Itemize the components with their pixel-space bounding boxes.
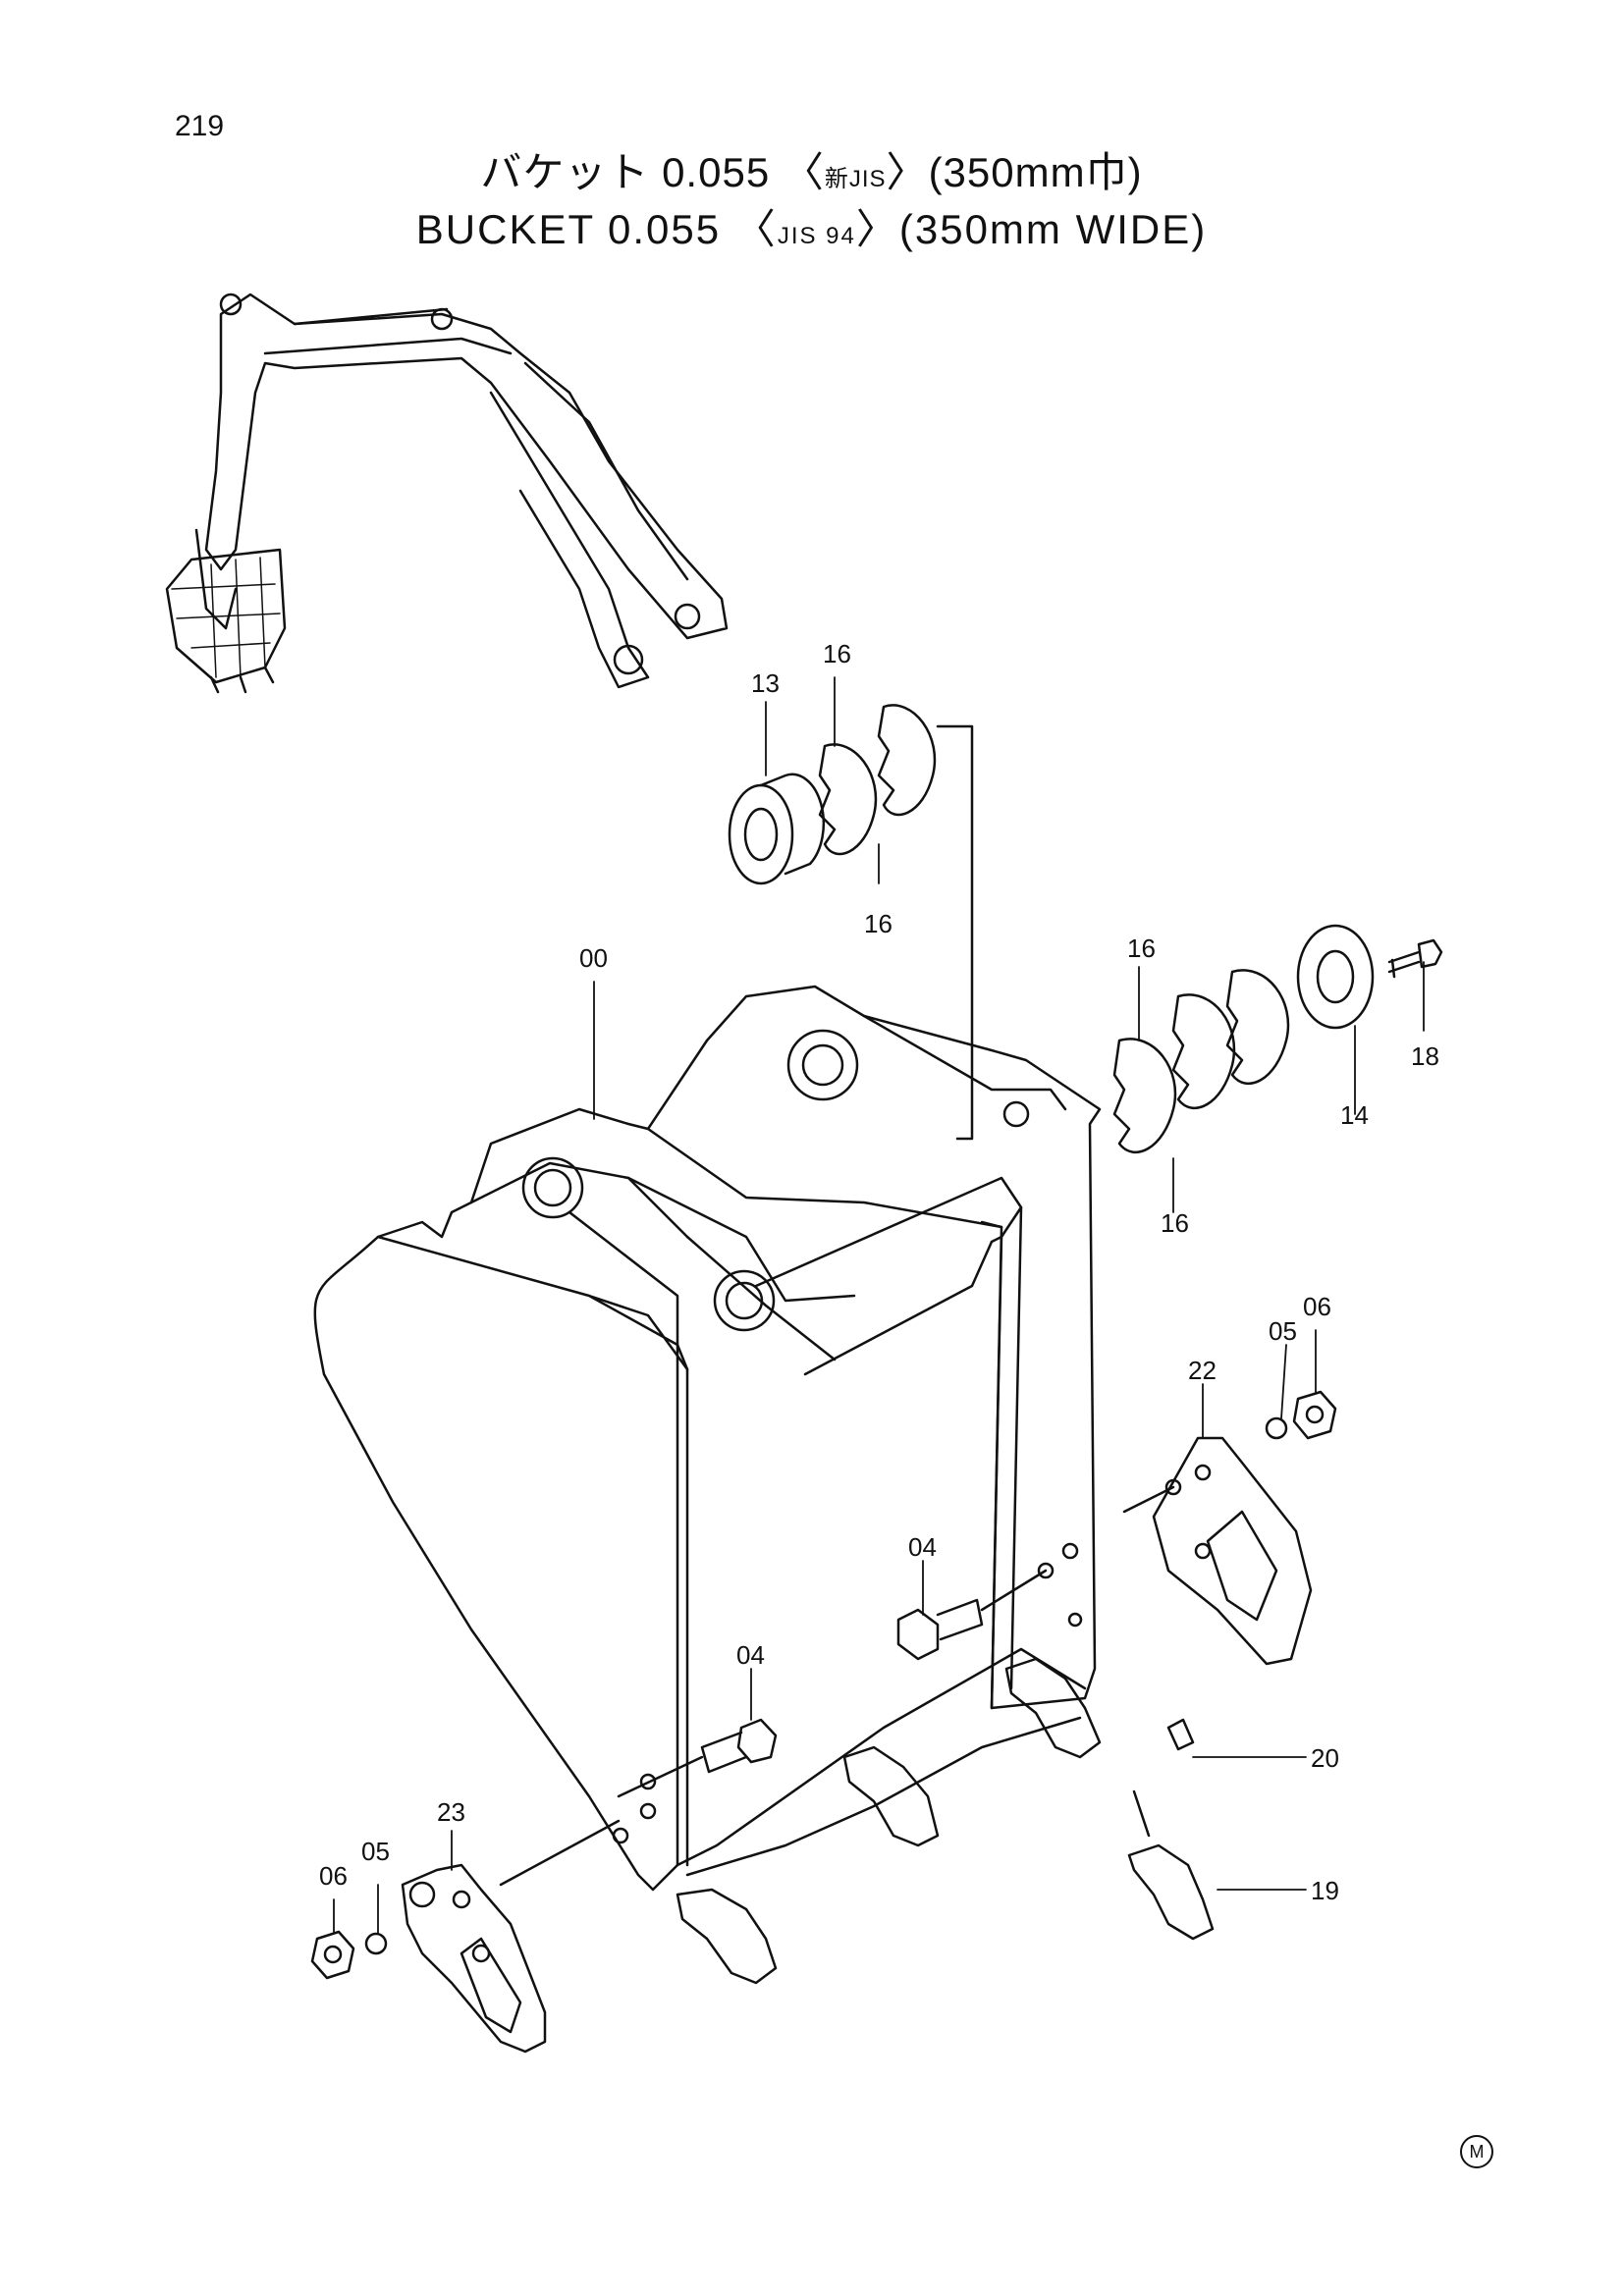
callout-13: 13 [751, 668, 780, 698]
leader-lines [333, 676, 1425, 1935]
callout-05-left: 05 [361, 1837, 390, 1866]
part-18-bolt [1387, 938, 1443, 979]
callout-20: 20 [1311, 1743, 1339, 1773]
callout-05-right: 05 [1269, 1316, 1297, 1346]
callout-04-lower: 04 [736, 1640, 765, 1670]
part-05-washer-right [1265, 1416, 1288, 1440]
callout-16-right-top: 16 [1127, 934, 1156, 963]
title-japanese: バケット 0.055 〈新JIS〉(350mm巾) [480, 149, 1143, 195]
callout-16-right-bottom: 16 [1161, 1208, 1189, 1238]
callout-00: 00 [579, 943, 608, 973]
page-number: 219 [175, 110, 225, 142]
callout-19: 19 [1311, 1876, 1339, 1905]
title-english: BUCKET 0.055 〈JIS 94〉(350mm WIDE) [415, 206, 1208, 252]
title-jp-main: バケット 0.055 [480, 149, 771, 195]
callout-22: 22 [1188, 1356, 1217, 1385]
part-19-tooth-point [1127, 1789, 1215, 1941]
title-en-width: (350mm WIDE) [898, 206, 1208, 252]
callout-04-right: 04 [908, 1532, 937, 1562]
part-16-shims-upper [818, 704, 974, 1141]
part-22-side-cutter [1122, 1436, 1313, 1666]
part-16-shims-right [1112, 969, 1290, 1154]
title-jp-width: (350mm巾) [928, 149, 1143, 195]
part-13-bushing [728, 773, 826, 885]
title-en-main: BUCKET 0.055 [415, 206, 722, 252]
part-20-pin [1166, 1718, 1195, 1751]
title-jp-standard: 新JIS [824, 166, 887, 192]
manufacturer-mark: M [1460, 2135, 1493, 2168]
bucket-teeth [676, 1657, 1102, 1985]
callout-labels: 00 13 16 16 16 16 18 14 22 05 06 04 04 2… [319, 639, 1439, 1905]
callout-14: 14 [1340, 1100, 1369, 1130]
part-04-bolt-right [896, 1569, 1048, 1661]
callout-06-right: 06 [1303, 1292, 1331, 1321]
bucket-body [313, 985, 1102, 1892]
excavator-arm-illustration [165, 293, 729, 694]
part-14-washer [1296, 924, 1375, 1030]
part-23-side-cutter [401, 1819, 621, 2054]
callout-06-left: 06 [319, 1861, 348, 1891]
callout-23: 23 [437, 1797, 465, 1827]
part-04-bolt-lower [617, 1718, 778, 1798]
callout-16-top: 16 [823, 639, 851, 668]
callout-16-under: 16 [864, 909, 893, 938]
part-06-nut-left [310, 1930, 355, 1980]
part-05-washer-left [364, 1932, 388, 1955]
part-06-nut-right [1292, 1390, 1337, 1440]
title-en-standard: JIS 94 [777, 223, 856, 249]
callout-18: 18 [1411, 1041, 1439, 1071]
